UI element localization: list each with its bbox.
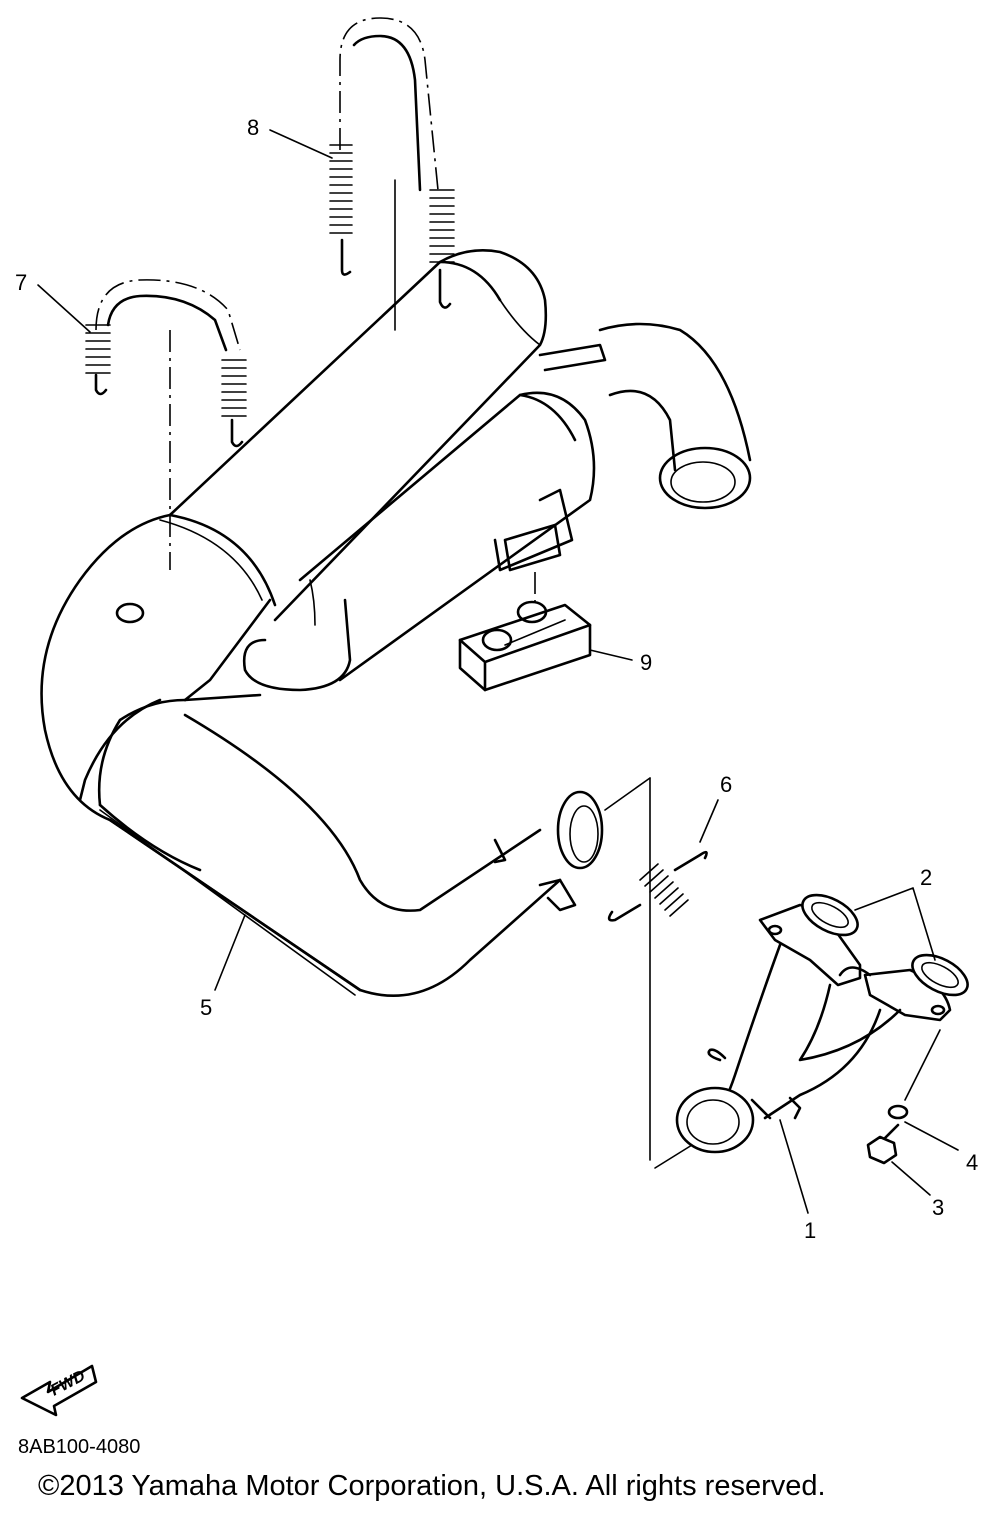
callout-3: 3 [932,1195,944,1220]
exhaust-manifold-1 [675,903,952,1154]
spring-6 [604,777,708,1169]
callout-2: 2 [920,865,932,890]
part-code: 8AB100-4080 [18,1436,141,1458]
callout-8: 8 [247,115,259,140]
copyright-notice: ©2013 Yamaha Motor Corporation, U.S.A. A… [38,1470,826,1502]
exhaust-pipe-5 [40,513,604,997]
washer-4 [887,1104,909,1120]
callout-4: 4 [966,1150,978,1175]
callout-1: 1 [804,1218,816,1243]
spring-8 [329,17,455,331]
upper-silencer [168,249,752,622]
callout-6: 6 [720,772,732,797]
gaskets-2 [801,893,969,997]
callout-5: 5 [200,995,212,1020]
callout-7: 7 [15,270,27,295]
bracket-9 [458,572,592,692]
callout-9: 9 [640,650,652,675]
spring-7 [85,279,247,570]
fwd-arrow-icon: FWD [20,1364,98,1417]
bolt-3 [866,1123,900,1165]
leader-lines [37,129,959,1214]
lower-silencer [242,391,596,692]
